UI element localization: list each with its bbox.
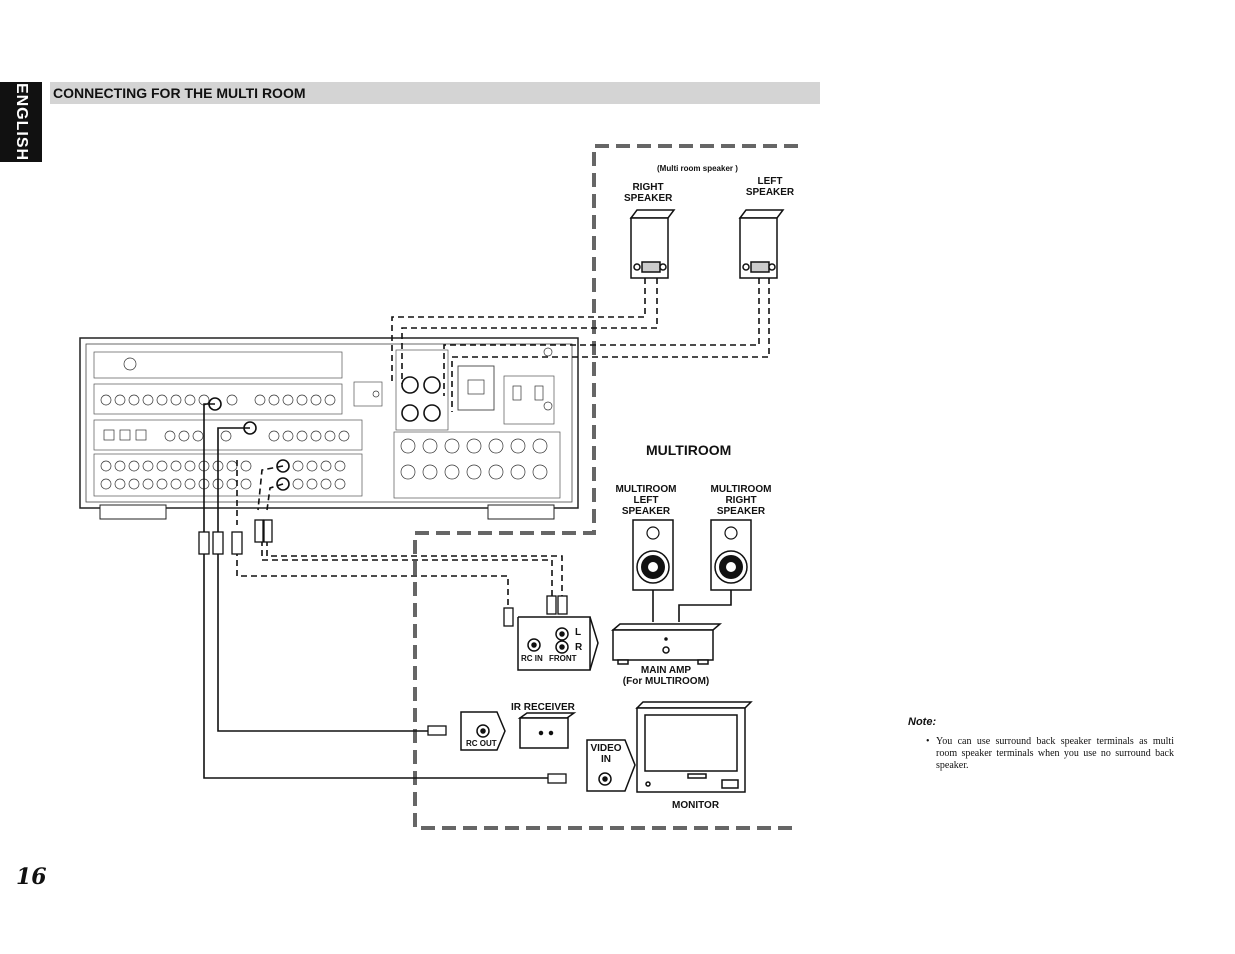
multiroom-label: MULTIROOM xyxy=(646,442,732,458)
left-speaker-label-line2: SPEAKER xyxy=(745,187,795,198)
ir-receiver-label: IR RECEIVER xyxy=(511,702,575,713)
rc-out-label: RC OUT xyxy=(466,739,497,748)
speaker-cables xyxy=(391,278,770,412)
right-speaker-icon xyxy=(629,209,676,279)
left-speaker-icon xyxy=(738,209,785,279)
monitor-icon xyxy=(635,701,753,793)
section-title: CONNECTING FOR THE MULTI ROOM xyxy=(53,85,306,101)
r-channel-label: R xyxy=(575,642,583,653)
note-title: Note: xyxy=(908,716,937,728)
main-amp-label: MAIN AMP (For MULTIROOM) xyxy=(616,665,716,687)
video-in-label: VIDEO IN xyxy=(589,743,623,765)
front-panel-icon xyxy=(517,616,599,671)
video-in-line2: IN xyxy=(601,754,611,765)
receiver-rear-panel xyxy=(79,337,579,520)
note-text: You can use surround back speaker termin… xyxy=(936,736,1174,771)
main-amp-line2: (For MULTIROOM) xyxy=(622,676,710,687)
mr-left-line1: MULTIROOM xyxy=(615,484,677,495)
left-speaker-label: LEFT SPEAKER xyxy=(742,176,798,198)
section-header: CONNECTING FOR THE MULTI ROOM xyxy=(50,82,820,104)
mr-left-line3: SPEAKER xyxy=(621,506,671,517)
mr-right-line2: RIGHT xyxy=(725,495,757,506)
mr-right-line3: SPEAKER xyxy=(716,506,766,517)
front-label: FRONT xyxy=(549,654,577,663)
mr-right-line1: MULTIROOM xyxy=(710,484,772,495)
upper-room-boundary xyxy=(413,144,798,830)
rc-out-box-icon xyxy=(460,711,506,751)
cable-plugs xyxy=(198,519,568,784)
multiroom-right-speaker-icon xyxy=(710,519,752,591)
l-channel-label: L xyxy=(575,627,582,638)
signal-cables xyxy=(203,403,563,779)
main-amp-line1: MAIN AMP xyxy=(640,665,692,676)
right-speaker-label: RIGHT SPEAKER xyxy=(624,182,672,204)
video-in-box-icon xyxy=(586,739,636,792)
multiroom-left-speaker-label: MULTIROOM LEFT SPEAKER xyxy=(612,484,680,517)
video-in-line1: VIDEO xyxy=(590,743,622,754)
monitor-label: MONITOR xyxy=(672,800,720,811)
multiroom-right-speaker-label: MULTIROOM RIGHT SPEAKER xyxy=(706,484,776,517)
main-amp-icon xyxy=(610,623,723,665)
page-number: 16 xyxy=(16,864,47,890)
note-body: • You can use surround back speaker term… xyxy=(926,736,1174,772)
right-speaker-label-line1: RIGHT xyxy=(632,182,664,193)
multi-room-speaker-label: (Multi room speaker ) xyxy=(657,164,738,173)
note-bullet: • xyxy=(926,736,930,747)
left-speaker-label-line1: LEFT xyxy=(757,176,783,187)
rc-in-label: RC IN xyxy=(521,654,543,663)
multiroom-left-speaker-icon xyxy=(632,519,674,591)
language-tab: ENGLISH xyxy=(0,82,42,162)
right-speaker-label-line2: SPEAKER xyxy=(624,193,673,204)
mr-left-line2: LEFT xyxy=(633,495,659,506)
ir-receiver-icon xyxy=(517,712,577,749)
